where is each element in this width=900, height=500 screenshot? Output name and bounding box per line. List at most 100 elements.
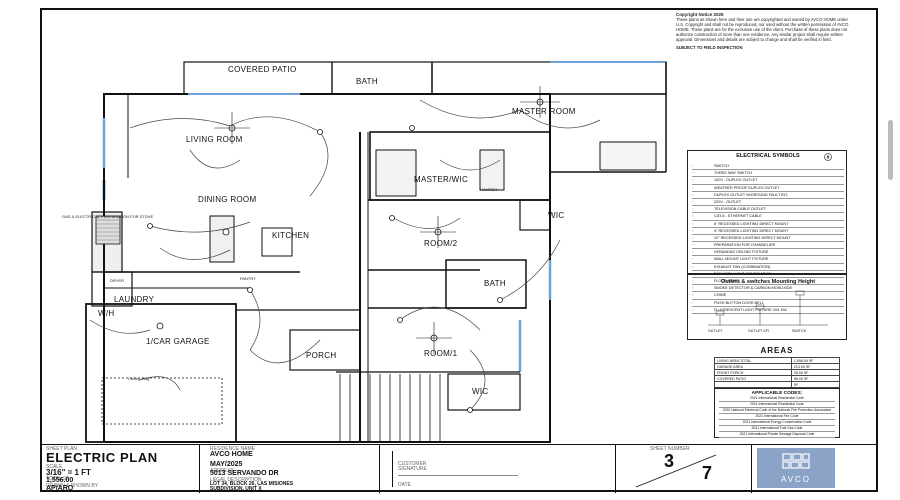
- legend-item-label: PUSH BUTTON DOOR BELL: [714, 300, 764, 305]
- room-label-master-room: MASTER ROOM: [512, 107, 576, 116]
- code-item: 2020 National Electrical Code of the Nat…: [719, 408, 835, 414]
- room-label-wic-top: WIC: [548, 211, 564, 220]
- residence-info-cell: RESIDENCE NAME AVCO HOME MAY/2025 ADDRES…: [200, 445, 380, 493]
- room-label-dining-room: DINING ROOM: [198, 195, 256, 204]
- room-label-garage: 1/CAR GARAGE: [146, 337, 210, 346]
- total-area-label: TOTAL SF: [46, 476, 70, 482]
- legend-row: ◦ 12" RECESSED LIGHTING DIRECT MOUNT: [692, 235, 844, 243]
- copyright-notice: Copyright Notice 2025 These plans as sho…: [676, 12, 852, 50]
- legend-row: ◦SMOKE DETECTOR & CARBON MONOXIDE: [692, 285, 844, 293]
- ceiling-plug-note: Ceiling Plug: [128, 376, 149, 381]
- legal-label: LEGAL DESCRIPTION: [210, 477, 262, 483]
- customer-signature-label: SIGNATURE: [398, 466, 427, 472]
- mounting-height-diagram: [708, 290, 828, 326]
- legend-item-label: SMOKE DETECTOR & CARBON MONOXIDE: [714, 286, 793, 291]
- legend-row: ◦ WALL MOUNT LIGHT FIXTURE: [692, 256, 844, 264]
- legend-row: ◦ WEATHER PROOF DUPLEX OUTLET: [692, 185, 844, 192]
- gas-note: GAS & ELECTRICAL PREPARATION FOR STOVE: [62, 214, 154, 219]
- sheet-number-divider: [635, 454, 717, 488]
- code-item: 2021 International Private Sewage Dispos…: [719, 432, 835, 438]
- code-item: 2021 International Energy Conservation C…: [719, 420, 835, 426]
- sheet-total: 7: [702, 463, 713, 483]
- hamper-label: HAMPER: [480, 187, 497, 192]
- legend-symbol-icon: ◦: [692, 264, 694, 269]
- legend-symbol-icon: ◦: [692, 228, 694, 233]
- legend-item-label: WALL MOUNT LIGHT FIXTURE: [714, 257, 769, 262]
- room-label-wic-bottom: WIC: [472, 387, 488, 396]
- legend-row: ◦FLOOD LIGHT: [692, 278, 844, 286]
- legend-row: ◦PREPARATION FOR CHANDELIER: [692, 242, 844, 250]
- legend-item-label: FLUORESCENT LIGHT FIXTURE 2X4 SW: [714, 307, 787, 312]
- residence-label: RESIDENCE NAME: [210, 446, 256, 452]
- address-label: ADDRESS: [210, 468, 235, 474]
- legend-item-label: TELEVISION CABLE OUTLET: [714, 207, 766, 212]
- drawn-by-value: AP/ARQ: [46, 485, 74, 492]
- room-label-living-room: LIVING ROOM: [186, 135, 243, 144]
- legend-symbol-icon: ◦: [692, 221, 694, 226]
- drawn-by-label: DRAWN & SHOWN BY: [46, 483, 99, 489]
- legend-item-label: 120V - DUPLEX OUTLET: [714, 178, 758, 183]
- mounting-height-title: Outlets & switches Mounting Height: [720, 279, 816, 285]
- areas-title: AREAS: [760, 346, 794, 355]
- legend-rows: ◦SWITCH◦THREE WAY SWITCH◦120V - DUPLEX O…: [692, 163, 844, 314]
- area-value: SF: [790, 381, 841, 388]
- sheet-border: [40, 8, 878, 492]
- legend-item-label: 12" RECESSED LIGHTING DIRECT MOUNT: [714, 235, 791, 240]
- room-label-room1: ROOM/1: [424, 349, 458, 358]
- electrical-symbols-legend: ELECTRICAL SYMBOLS ◦SWITCH◦THREE WAY SWI…: [687, 150, 847, 314]
- legend-symbol-icon: ◦: [692, 271, 694, 276]
- legend-row: ◦THREE WAY SWITCH: [692, 170, 844, 178]
- outlet-gfi-label: OUTLET GFI: [748, 329, 770, 333]
- legal-line-2: SUBDIVISION, UNIT X: [210, 486, 262, 492]
- vertical-scrollbar[interactable]: [888, 120, 893, 180]
- legend-symbol-icon: ◦: [692, 192, 694, 197]
- legend-symbol-icon: ◦: [692, 178, 694, 183]
- logo-text: AVCO: [780, 475, 812, 484]
- room-label-kitchen: KITCHEN: [272, 231, 309, 240]
- legend-symbol-icon: ◦: [692, 199, 694, 204]
- date-label: DATE: [398, 482, 411, 488]
- legend-item-label: WEATHER PROOF DUPLEX OUTLET: [714, 185, 780, 190]
- area-row: SF: [714, 381, 841, 388]
- code-item: 2021 International Residential Code: [719, 402, 835, 408]
- legend-item-label: 4" RECESSED LIGHTING DIRECT MOUNT: [714, 228, 789, 233]
- room-label-bath-top: BATH: [356, 77, 378, 86]
- legend-item-label: THREE WAY SWITCH: [714, 171, 753, 176]
- room-label-wh: W/H: [98, 309, 114, 318]
- legend-symbol-icon: ◦: [692, 243, 694, 248]
- legend-row: ◦VERANDAS CEILING FIXTURE: [692, 249, 844, 257]
- dryer-label: DRYER: [110, 278, 124, 283]
- legend-row: ◦FLUORESCENT LIGHT FIXTURE 2X4 SW: [692, 307, 844, 314]
- room-label-covered-patio: COVERED PATIO: [228, 65, 297, 74]
- legend-symbol-icon: ◦: [692, 300, 694, 305]
- room-label-laundry: LAUNDRY: [114, 295, 155, 304]
- legend-item-label: SWITCH: [714, 164, 729, 168]
- sheet-info-cell: SHEET PLAN ELECTRIC PLAN SCALE 3/16" = 1…: [40, 445, 200, 493]
- applicable-codes: APPLICABLE CODES: 2021 International Res…: [714, 388, 840, 438]
- legend-symbol-icon: ◦: [692, 214, 694, 219]
- avco-logo: AVCO: [757, 448, 835, 488]
- legend-title: ELECTRICAL SYMBOLS: [736, 153, 800, 159]
- legend-item-label: 220V - OUTLET: [714, 199, 742, 204]
- code-item: 2021 International Fuel Gas Code: [719, 426, 835, 432]
- sheet-current: 3: [664, 451, 675, 471]
- legend-symbol-icon: ◦: [692, 185, 694, 190]
- legend-symbol-icon: ◦: [692, 235, 694, 240]
- room-label-master-wic: MASTER/WIC: [414, 175, 468, 184]
- switch-label: SWITCH: [792, 329, 807, 333]
- legend-row: ◦SWITCH: [692, 163, 844, 171]
- lightning-icon: [824, 153, 832, 161]
- code-item: 2021 International Residential Code: [719, 396, 835, 402]
- code-item: 2021 International Fire Code: [719, 414, 835, 420]
- customer-label: CUSTOMER: [398, 461, 427, 467]
- legend-item-label: 6" RECESSED LIGHTING DIRECT MOUNT: [714, 221, 789, 226]
- legend-symbol-icon: ◦: [692, 257, 694, 262]
- codes-title: APPLICABLE CODES:: [751, 391, 803, 396]
- legal-line-1: LOT 34, BLOCK 26, LAS MISIONES: [210, 481, 294, 487]
- outlet-label: OUTLET: [708, 329, 723, 333]
- sheet-plan-label: SHEET PLAN: [46, 446, 78, 452]
- customer-signature-cell: CUSTOMER SIGNATURE DATE: [380, 445, 616, 493]
- legend-item-label: EXHAUST FAN (COMBINATION): [714, 264, 771, 269]
